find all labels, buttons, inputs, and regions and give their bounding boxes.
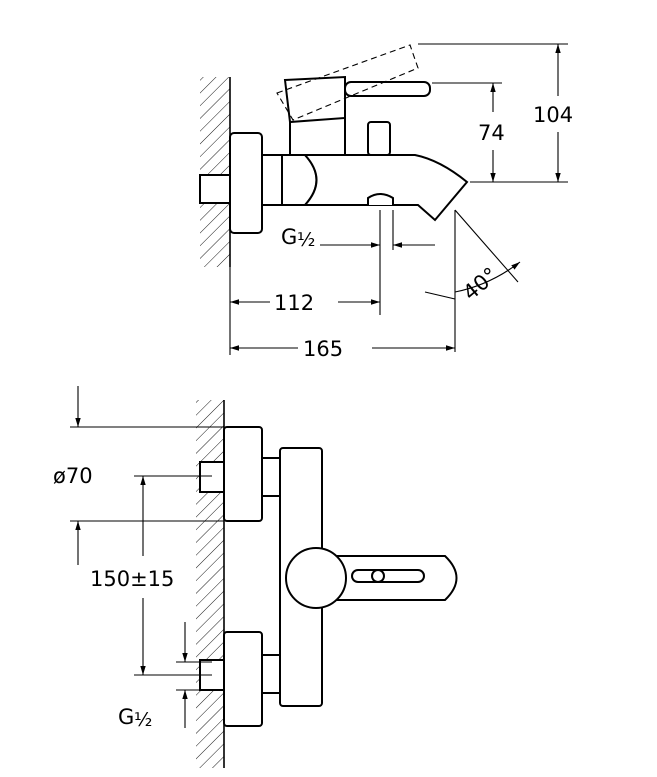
- front-thread-fraction: ½: [134, 709, 152, 731]
- side-rosette: [229, 132, 263, 234]
- side-spout: [302, 154, 469, 222]
- front-lower-connector: [261, 654, 281, 694]
- front-thread-label: G: [118, 705, 134, 729]
- front-wall-hatch: [196, 400, 224, 768]
- front-view: ø70 150±15 G ½: [53, 386, 458, 768]
- angle-label: 40°: [458, 263, 502, 305]
- dim-112-leader: [424, 291, 456, 300]
- side-handle: [344, 81, 431, 97]
- side-lever-cap: [283, 75, 346, 124]
- front-upper-rosette: [223, 426, 263, 522]
- side-wall-hatch: [200, 77, 230, 267]
- front-handle-slot: [351, 569, 425, 583]
- angle-ray: [454, 209, 519, 283]
- front-lower-rosette: [223, 631, 263, 727]
- side-connector: [261, 154, 283, 206]
- dim-70-label: ø70: [53, 464, 93, 488]
- side-inlet-fitting: [199, 174, 231, 204]
- angle-arc: [454, 261, 521, 293]
- front-upper-inlet: [199, 461, 225, 493]
- dim-150-label: 150±15: [90, 567, 174, 591]
- side-aerator: [367, 193, 394, 205]
- dim-104-label: 104: [533, 103, 573, 127]
- dim-112-label: 112: [274, 291, 314, 315]
- side-thread-fraction: ½: [297, 229, 315, 251]
- side-thread-label: G: [281, 225, 297, 249]
- front-handle-pivot: [371, 569, 385, 583]
- side-cartridge-neck: [289, 117, 346, 156]
- front-lever-cap: [285, 547, 347, 609]
- dim-165-label: 165: [303, 337, 343, 361]
- side-view: 104 74 G ½ 40° 112 165: [199, 43, 573, 361]
- side-diverter-knob: [367, 121, 391, 156]
- dim-74-label: 74: [478, 121, 505, 145]
- side-handle-open-position: [276, 44, 419, 121]
- front-upper-connector: [261, 457, 281, 497]
